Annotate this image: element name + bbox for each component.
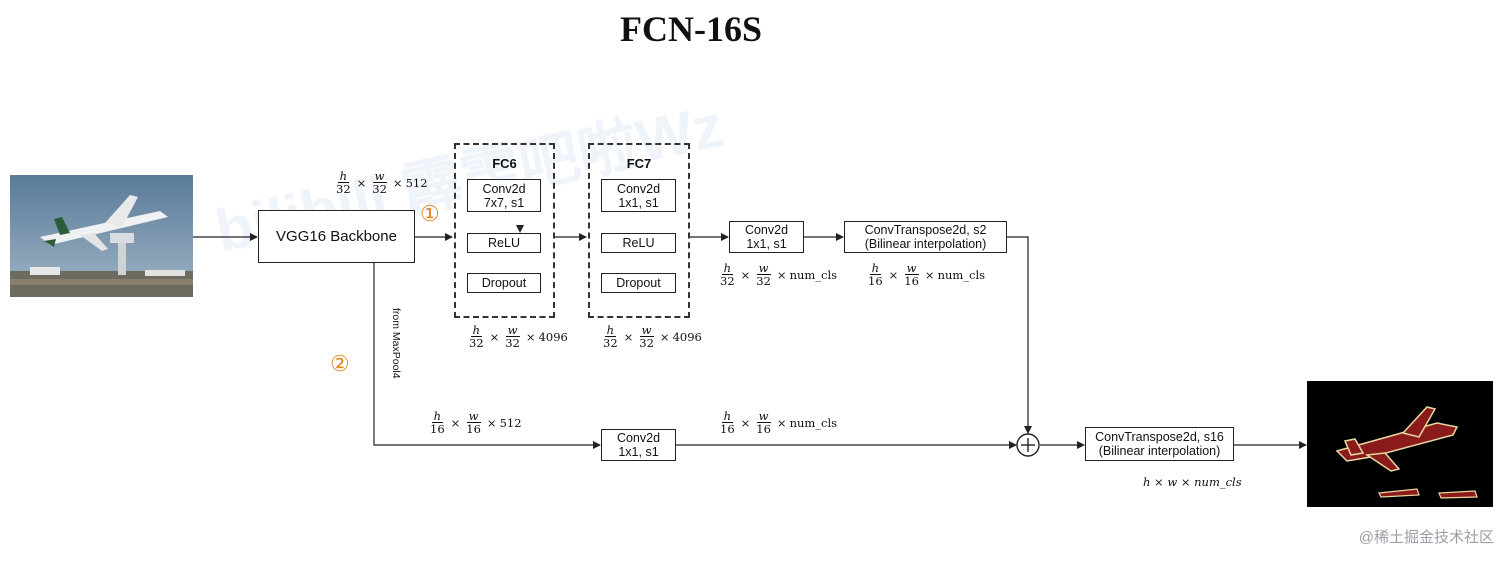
- shape-h: h: [604, 323, 617, 337]
- fc6-relu-label: ReLU: [488, 236, 520, 250]
- conv-top-line2: 1x1, s1: [746, 237, 787, 251]
- marker-2: ②: [330, 351, 350, 376]
- convtranspose-s16: ConvTranspose2d, s16 (Bilinear interpola…: [1085, 427, 1234, 461]
- shape-channels: num_cls: [937, 267, 986, 282]
- fc7-conv: Conv2d 1x1, s1: [601, 179, 676, 212]
- shape-channels: 4096: [538, 329, 568, 344]
- shape-den: 32: [639, 336, 654, 350]
- conv-bottom-line1: Conv2d: [616, 431, 661, 445]
- shape-den: 32: [372, 182, 387, 196]
- shape-channels: num_cls: [789, 415, 838, 430]
- fc7-conv-line1: Conv2d: [616, 181, 661, 196]
- shape-den: 16: [720, 422, 735, 436]
- shape-w: w: [639, 323, 654, 337]
- fc6-dropout-label: Dropout: [481, 276, 527, 290]
- output-segmentation: [1307, 381, 1493, 507]
- fc7-dropout: Dropout: [601, 273, 676, 293]
- shape-channels: num_cls: [789, 267, 838, 282]
- conv-top: Conv2d 1x1, s1: [729, 221, 804, 253]
- fc6-relu: ReLU: [467, 233, 541, 253]
- shape-den: 16: [868, 274, 883, 288]
- input-image: [10, 175, 193, 297]
- shape-den: 32: [469, 336, 484, 350]
- vgg16-backbone: VGG16 Backbone: [258, 210, 415, 263]
- shape-channels: 512: [499, 415, 522, 430]
- conv-top-line1: Conv2d: [744, 223, 789, 237]
- shape-den: 16: [904, 274, 919, 288]
- convtranspose-s2: ConvTranspose2d, s2 (Bilinear interpolat…: [844, 221, 1007, 253]
- from-maxpool4-label: from MaxPool4: [390, 308, 402, 379]
- arrow-maxpool4-conv: [373, 263, 601, 449]
- convT-s2-line1: ConvTranspose2d, s2: [864, 223, 987, 237]
- shape-channels: 4096: [672, 329, 702, 344]
- shape-h: h: [470, 323, 483, 337]
- fc6-group: [454, 143, 555, 318]
- fc7-conv-line2: 1x1, s1: [618, 195, 659, 210]
- shape-den: 32: [336, 182, 351, 196]
- fc6-conv-line1: Conv2d: [482, 181, 526, 196]
- shape-channels: 512: [405, 175, 428, 190]
- fc7-title: FC7: [626, 156, 652, 171]
- fc6-conv: Conv2d 7x7, s1: [467, 179, 541, 212]
- fc6-title: FC6: [492, 156, 517, 171]
- shape-w: w: [505, 323, 520, 337]
- conv-bottom: Conv2d 1x1, s1: [601, 429, 676, 461]
- marker-1: ①: [420, 201, 440, 226]
- fc6-dropout: Dropout: [467, 273, 541, 293]
- arrow-convT-sum: [1006, 236, 1032, 434]
- conv-bottom-line2: 1x1, s1: [618, 445, 659, 459]
- convT-s16-line2: (Bilinear interpolation): [1098, 444, 1221, 458]
- shape-den: 16: [430, 422, 445, 436]
- convT-s2-line2: (Bilinear interpolation): [864, 237, 987, 251]
- segmentation-mask-icon: [1335, 406, 1478, 499]
- shape-den: 32: [505, 336, 520, 350]
- final-shape: h × w × num_cls: [1143, 475, 1242, 489]
- shape-den: 32: [756, 274, 771, 288]
- fc7-dropout-label: Dropout: [616, 276, 661, 290]
- airplane-photo-icon: [10, 175, 193, 297]
- diagram-title: FCN-16S: [620, 9, 762, 49]
- credit-watermark: @稀土掘金技术社区: [1358, 529, 1494, 546]
- shape-den: 16: [466, 422, 481, 436]
- shape-den: 16: [756, 422, 771, 436]
- shape-den: 32: [720, 274, 735, 288]
- shape-den: 32: [603, 336, 618, 350]
- convT-s16-line1: ConvTranspose2d, s16: [1095, 430, 1224, 444]
- sum-node: [1016, 433, 1040, 457]
- vgg16-backbone-label: VGG16 Backbone: [276, 227, 397, 245]
- fc7-relu: ReLU: [601, 233, 676, 253]
- fc7-group: [588, 143, 690, 318]
- fc7-relu-label: ReLU: [622, 236, 655, 250]
- fc6-conv-line2: 7x7, s1: [483, 195, 525, 210]
